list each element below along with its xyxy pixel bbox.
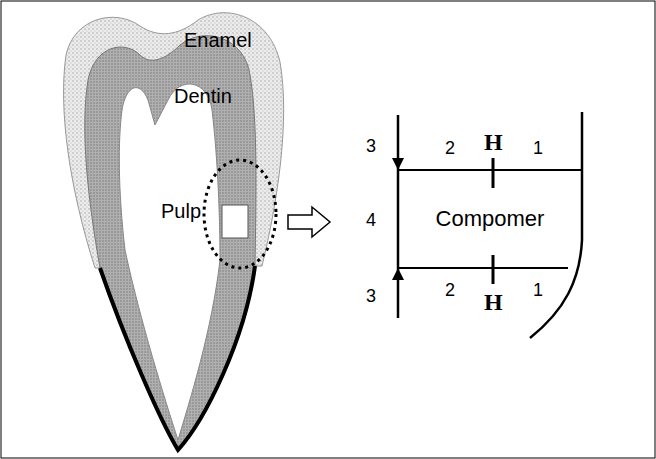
cavity-specimen <box>222 205 248 238</box>
lower-interface <box>398 267 568 269</box>
arrow-head <box>392 268 404 280</box>
enamel-layer <box>64 13 284 450</box>
callout-number: 3 <box>366 137 376 155</box>
region-label: Compomer <box>436 206 545 232</box>
section-schematic <box>398 112 582 338</box>
callout-number: 3 <box>366 287 376 305</box>
callout-number: 1 <box>533 281 543 299</box>
tissue-label: Dentin <box>174 86 232 106</box>
tick-mark <box>492 158 495 188</box>
h-marker: H <box>484 130 503 154</box>
pulp-wall-line <box>397 115 400 318</box>
upper-interface <box>398 169 582 171</box>
root-outline <box>100 266 255 450</box>
tick-mark <box>492 255 495 284</box>
tissue-label: Enamel <box>184 30 252 50</box>
h-marker: H <box>484 290 503 314</box>
magnify-ellipse <box>204 160 276 268</box>
callout-number: 4 <box>366 211 376 229</box>
dentin-layer <box>85 36 256 450</box>
tissue-label: Pulp <box>161 201 201 221</box>
hollow-arrow <box>288 207 330 237</box>
callout-number: 2 <box>445 139 455 157</box>
pulp-chamber <box>119 84 220 440</box>
arrow-head <box>392 158 404 170</box>
callout-number: 2 <box>445 281 455 299</box>
callout-number: 1 <box>533 139 543 157</box>
material-region: Compomer <box>400 172 580 266</box>
